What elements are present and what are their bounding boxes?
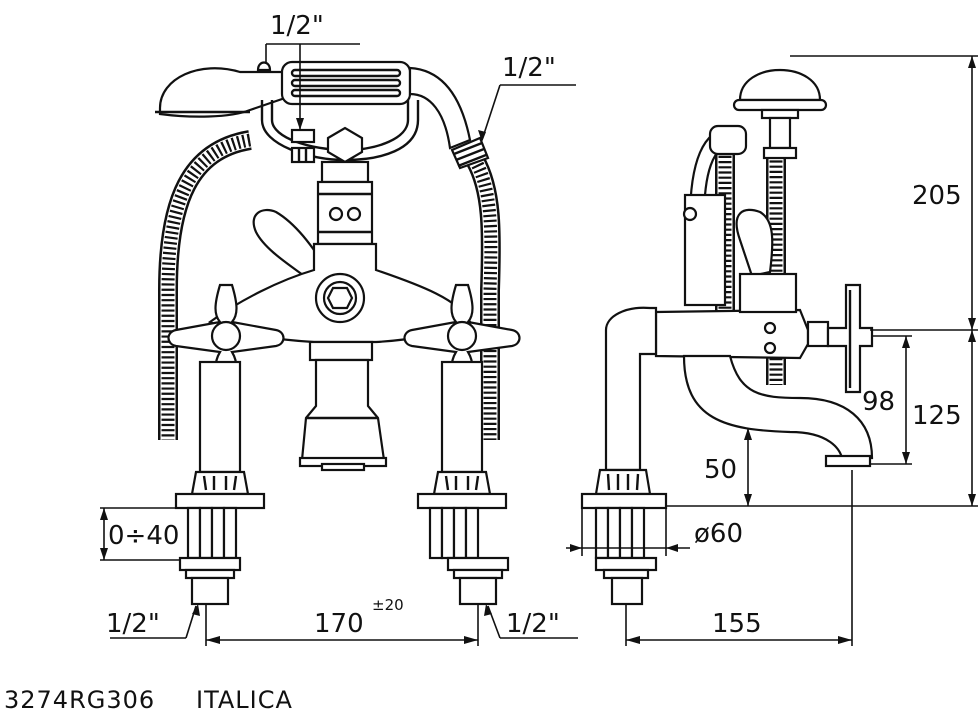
dim-top-right-thread: 1/2" xyxy=(502,53,556,83)
dim-bottom-left-thread: 1/2" xyxy=(106,609,160,639)
product-name: ITALICA xyxy=(196,686,293,714)
dim-height-spout: 125 xyxy=(912,401,962,431)
dim-height-total: 205 xyxy=(912,181,962,211)
dim-height-outlet: 50 xyxy=(704,455,737,485)
dim-adjustment-range: 0÷40 xyxy=(108,521,179,551)
front-left-hose xyxy=(158,130,252,440)
shower-grille xyxy=(280,60,412,106)
front-right-hose xyxy=(466,155,501,440)
dim-center-tolerance: ±20 xyxy=(372,596,404,614)
dim-bottom-right-thread: 1/2" xyxy=(506,609,560,639)
dim-height-handle: 98 xyxy=(862,387,895,417)
front-view xyxy=(155,60,521,606)
side-view xyxy=(580,69,874,606)
dim-projection: 155 xyxy=(712,609,762,639)
dimension-lines xyxy=(100,43,978,646)
dim-center-distance: 170 xyxy=(314,609,364,639)
product-code: 3274RG306 xyxy=(4,686,155,714)
dim-flange-diameter: ø60 xyxy=(694,519,743,549)
dim-top-left-thread: 1/2" xyxy=(270,11,324,41)
hand-shower xyxy=(155,61,287,118)
